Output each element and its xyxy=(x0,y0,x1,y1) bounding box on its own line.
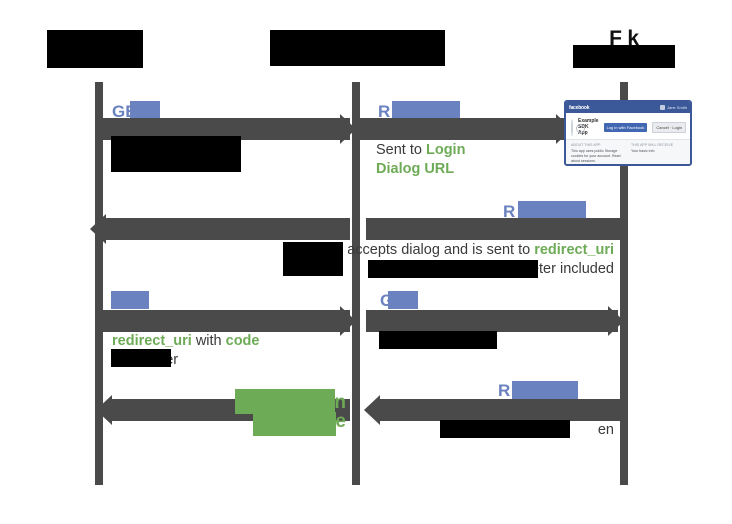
caption-4-l1-p1: redirect_uri xyxy=(112,333,192,349)
message-arrowhead-3 xyxy=(90,214,106,244)
fb-brand-label: facebook xyxy=(569,104,590,111)
redaction-caption-5 xyxy=(379,331,497,349)
fb-details-right-label: THIS APP WILL RECEIVE xyxy=(631,143,674,147)
redaction-verb-redirect-1 xyxy=(392,101,460,119)
redaction-header-browser xyxy=(47,30,143,68)
caption-4-l1-p3: code xyxy=(225,333,260,349)
caption-2-l1-p1: Sent to xyxy=(376,142,426,158)
column-header-facebook-line1: F k xyxy=(609,27,639,50)
message-arrow-2 xyxy=(356,118,568,140)
message-arrow-5 xyxy=(366,310,618,332)
message-arrowhead-6 xyxy=(364,395,380,425)
message-arrowhead-1 xyxy=(340,114,356,144)
caption-3-l1-p2: redirect_uri xyxy=(534,242,614,258)
lifeline-browser xyxy=(95,82,103,485)
message-caption-6: en xyxy=(400,421,614,440)
redaction-caption-3 xyxy=(283,242,343,276)
message-arrow-6 xyxy=(380,399,620,421)
fb-details-right: THIS APP WILL RECEIVE Your basic info xyxy=(631,143,685,164)
redaction-verb-redirect-2 xyxy=(518,201,586,219)
fb-details-left-text: This app uses public Storage cookies for… xyxy=(571,149,621,163)
column-header-facebook: F k xyxy=(545,26,703,52)
caption-2-l1-p2: Login xyxy=(425,142,466,158)
redaction-verb-response xyxy=(512,381,578,399)
message-caption-7-line1: n xyxy=(334,392,346,413)
redaction-caption-4 xyxy=(111,349,171,367)
redaction-caption-1 xyxy=(111,136,241,172)
message-arrow-3a xyxy=(366,218,620,240)
redaction-header-server xyxy=(270,30,445,66)
caption-2-l2-p1: Dialog URL xyxy=(376,161,455,177)
redaction-header-facebook xyxy=(573,45,675,68)
fb-details-left-label: ABOUT THIS APP xyxy=(571,143,601,147)
message-arrowhead-5 xyxy=(608,306,624,336)
fb-dialog-details: ABOUT THIS APP This app uses public Stor… xyxy=(566,139,690,164)
message-caption-2-line1: Sent to Login xyxy=(376,141,465,160)
redaction-verb-get-1 xyxy=(130,101,160,119)
message-arrow-4 xyxy=(98,310,350,332)
fb-app-icon xyxy=(571,118,585,136)
message-arrowhead-7 xyxy=(96,395,112,425)
fb-dialog-titlebar: facebook Jane Smith xyxy=(566,102,690,113)
message-caption-6-line1: en xyxy=(597,422,614,438)
message-caption-2-line2: Dialog URL xyxy=(376,160,465,179)
message-arrowhead-4 xyxy=(340,306,356,336)
message-arrow-3b xyxy=(106,218,350,240)
fb-avatar-icon xyxy=(659,105,665,110)
caption-3-l1-p1: User accepts dialog and is sent to xyxy=(312,242,535,258)
fb-login-button[interactable]: Log in with Facebook xyxy=(603,122,648,132)
facebook-login-dialog-thumbnail[interactable]: facebook Jane Smith Example SDK App Log … xyxy=(564,100,692,166)
redaction-caption-6 xyxy=(440,420,570,438)
message-caption-2: Sent to Login Dialog URL xyxy=(376,141,465,179)
message-caption-4-line1: redirect_uri with code xyxy=(112,332,259,351)
lifeline-facebook xyxy=(620,82,628,485)
fb-dialog-body: Example SDK App Log in with Facebook Can… xyxy=(566,113,690,139)
fb-details-left: ABOUT THIS APP This app uses public Stor… xyxy=(571,143,625,164)
redaction-verb-get-2 xyxy=(111,291,149,309)
redaction-caption-7b xyxy=(253,412,336,436)
message-arrow-1 xyxy=(98,118,350,140)
fb-user-area: Jane Smith xyxy=(659,105,687,110)
fb-details-right-text: Your basic info xyxy=(631,149,655,153)
redaction-verb-get-3 xyxy=(388,291,418,309)
lifeline-server xyxy=(352,82,360,485)
caption-4-l1-p2: with xyxy=(191,333,226,349)
redaction-caption-3b xyxy=(368,260,538,278)
message-caption-3-line1: User accepts dialog and is sent to redir… xyxy=(250,241,614,260)
fb-cancel-button[interactable]: Cancel · Login xyxy=(652,121,687,133)
redaction-caption-7a xyxy=(235,389,335,414)
fb-user-label: Jane Smith xyxy=(666,105,687,110)
